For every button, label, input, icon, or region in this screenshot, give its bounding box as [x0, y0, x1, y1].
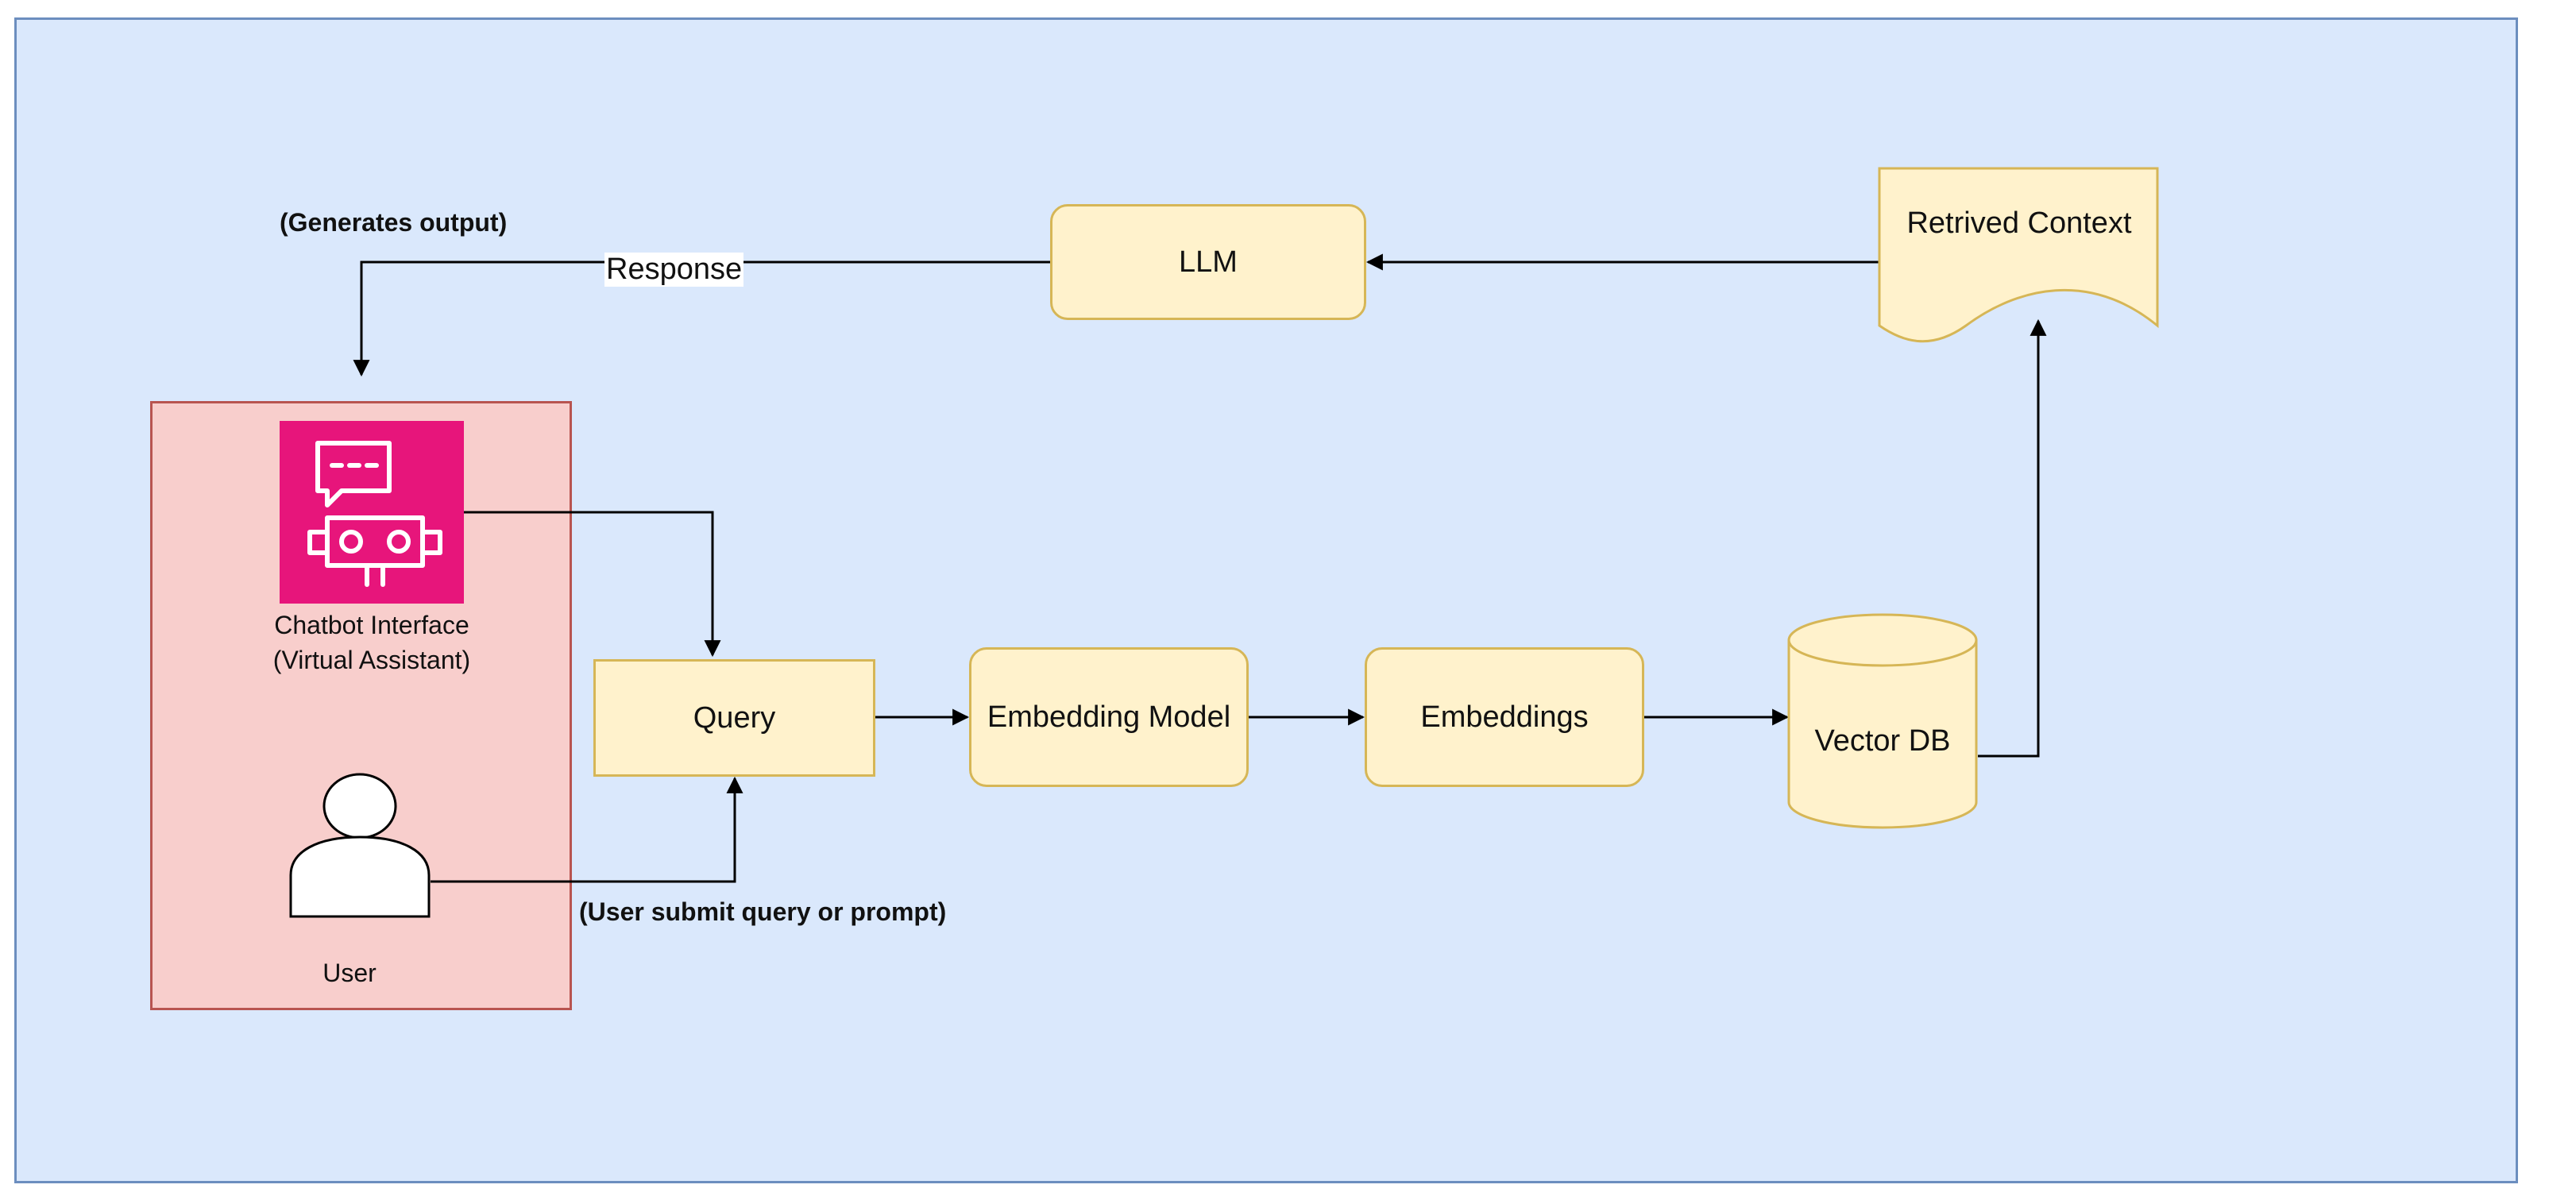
llm-label: LLM: [1179, 245, 1238, 279]
retrieved-context-shape: [1878, 167, 2159, 343]
generates-output-label: (Generates output): [280, 208, 508, 237]
response-label: Response: [604, 253, 744, 287]
user-caption: User: [322, 959, 377, 987]
edge-chatbot-to-query: [464, 511, 721, 658]
vector-db-shape: [1787, 613, 1978, 829]
chatbot-caption: Chatbot Interface (Virtual Assistant): [262, 608, 481, 677]
edge-llm-to-chatbot: [353, 260, 1050, 377]
llm-node: LLM: [1050, 204, 1366, 320]
retrieved-context-label: Retrived Context: [1906, 206, 2132, 240]
query-node: Query: [593, 659, 875, 777]
embedding-model-node: Embedding Model: [969, 647, 1249, 787]
edge-user-to-query: [431, 776, 743, 883]
embedding-model-label: Embedding Model: [987, 700, 1231, 734]
edge-vectordb-to-context: [1978, 318, 2047, 758]
chatbot-caption-line1: Chatbot Interface: [274, 611, 469, 639]
embeddings-label: Embeddings: [1420, 700, 1589, 734]
embeddings-node: Embeddings: [1365, 647, 1644, 787]
vector-db-label: Vector DB: [1814, 724, 1951, 758]
chatbot-caption-line2: (Virtual Assistant): [272, 646, 471, 674]
chatbot-icon: [280, 421, 464, 604]
user-icon: [286, 772, 434, 920]
query-label: Query: [693, 700, 776, 735]
user-submit-label: (User submit query or prompt): [579, 897, 947, 926]
